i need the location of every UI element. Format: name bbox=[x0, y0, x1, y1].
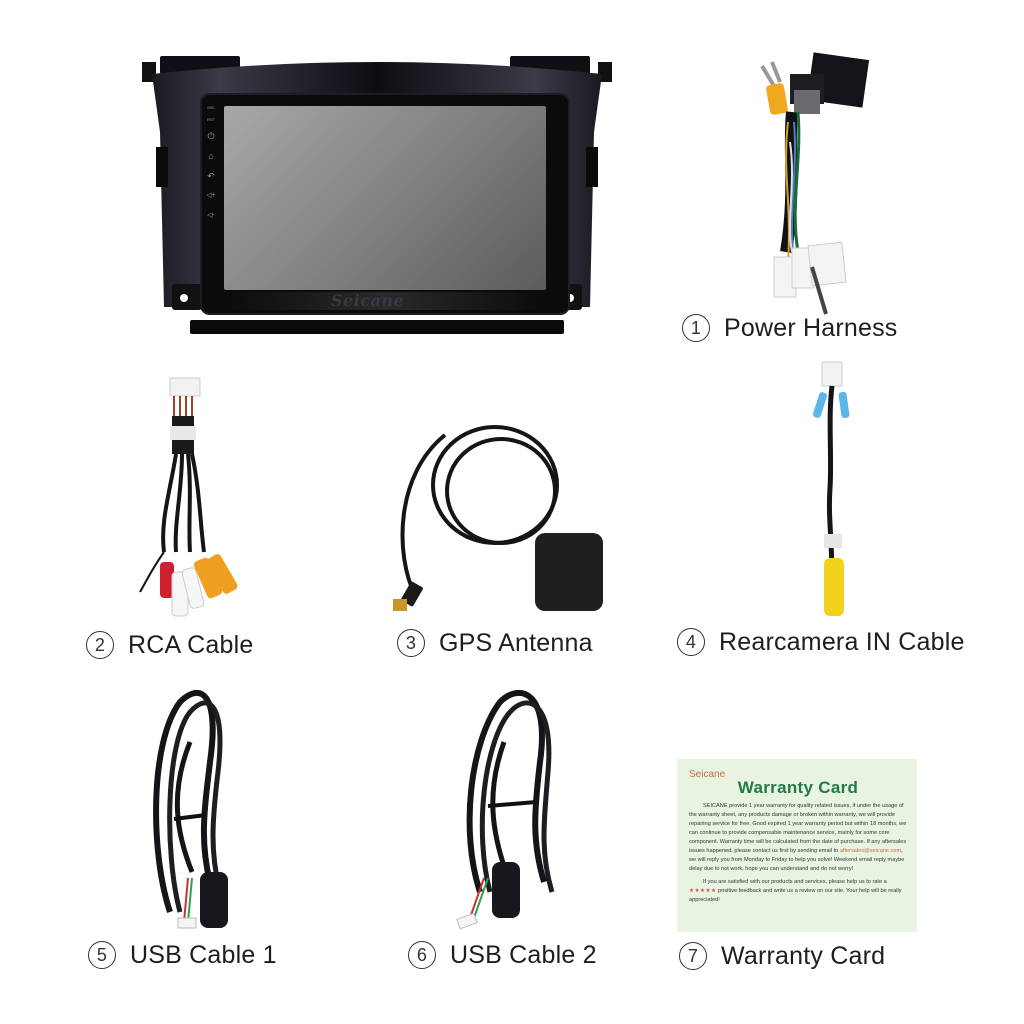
mic-indicator: MIC bbox=[207, 105, 215, 110]
brand-strip bbox=[224, 292, 546, 310]
item-label: USB Cable 1 bbox=[130, 941, 277, 969]
item-label: RCA Cable bbox=[128, 631, 254, 659]
rearcamera-cable-image bbox=[812, 361, 850, 616]
item-number-badge: 1 bbox=[682, 314, 710, 342]
warranty-brand: Seicane bbox=[689, 769, 726, 780]
warranty-text: , we will reply you from Monday to Frida… bbox=[689, 848, 905, 872]
warranty-paragraph-1: SEICANE provide 1 year warranty for qual… bbox=[689, 802, 907, 874]
rca-cable-image bbox=[139, 377, 238, 617]
warranty-email-link[interactable]: aftersales@seicane.com bbox=[839, 848, 902, 854]
item-caption-gps-antenna: 3 GPS Antenna bbox=[397, 629, 593, 658]
warranty-title: Warranty Card bbox=[737, 778, 859, 797]
gps-antenna-image bbox=[393, 425, 603, 611]
item-number-badge: 2 bbox=[86, 631, 114, 659]
volume-up-icon[interactable]: ◁+ bbox=[206, 192, 216, 199]
volume-down-icon[interactable]: ◁- bbox=[207, 212, 215, 219]
item-number-badge: 4 bbox=[677, 628, 705, 656]
item-label: Power Harness bbox=[724, 314, 898, 342]
power-harness-image bbox=[760, 52, 870, 315]
item-caption-rca-cable: 2 RCA Cable bbox=[86, 631, 253, 660]
star-rating-icon: ★★★★★ bbox=[689, 888, 717, 894]
item-label: GPS Antenna bbox=[439, 629, 593, 657]
item-number-badge: 7 bbox=[679, 942, 707, 970]
item-caption-power-harness: 1 Power Harness bbox=[682, 314, 898, 343]
item-label: USB Cable 2 bbox=[450, 941, 597, 969]
item-number-badge: 3 bbox=[397, 629, 425, 657]
item-number-badge: 5 bbox=[88, 941, 116, 969]
warranty-text: If you are satisfied with our products a… bbox=[703, 879, 887, 885]
rst-button[interactable]: RST bbox=[207, 117, 215, 122]
warranty-text: SEICANE provide 1 year warranty for qual… bbox=[689, 803, 907, 854]
warranty-card: Seicane Warranty Card SEICANE provide 1 … bbox=[677, 759, 917, 932]
item-caption-warranty-card: 7 Warranty Card bbox=[679, 942, 885, 971]
warranty-paragraph-2: If you are satisfied with our products a… bbox=[689, 878, 907, 905]
head-unit-side-buttons: MIC RST ⏻ ⌂ ↶ ◁+ ◁- bbox=[205, 102, 217, 232]
item-caption-usb-cable-1: 5 USB Cable 1 bbox=[88, 941, 277, 970]
warranty-text: positive feedback and write us a review … bbox=[689, 888, 902, 903]
usb-cable-1-image bbox=[153, 690, 228, 929]
usb-cable-2-image bbox=[456, 690, 555, 930]
power-icon[interactable]: ⏻ bbox=[207, 131, 215, 141]
brand-logo: Seicane bbox=[331, 291, 405, 310]
home-icon[interactable]: ⌂ bbox=[208, 151, 214, 161]
head-unit-screen bbox=[224, 106, 546, 290]
item-caption-usb-cable-2: 6 USB Cable 2 bbox=[408, 941, 597, 970]
back-icon[interactable]: ↶ bbox=[207, 171, 215, 181]
item-label: Warranty Card bbox=[721, 942, 886, 970]
item-label: Rearcamera IN Cable bbox=[719, 628, 965, 656]
item-caption-rearcamera-cable: 4 Rearcamera IN Cable bbox=[677, 628, 965, 657]
item-number-badge: 6 bbox=[408, 941, 436, 969]
